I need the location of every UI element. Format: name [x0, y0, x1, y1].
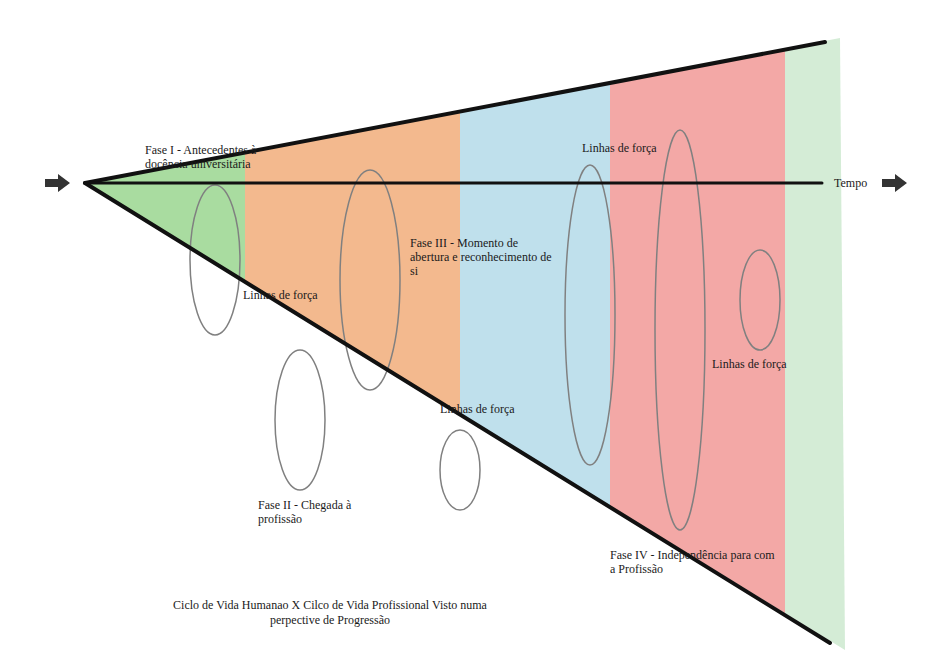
right-arrow [882, 174, 907, 192]
force-label: Linhas de força [582, 141, 657, 155]
force-label: Linhas de força [712, 357, 787, 371]
caption: Ciclo de Vida Humanao X Cilco de Vida Pr… [160, 598, 500, 628]
phase-label: Fase IV - Independência para com a Profi… [610, 548, 780, 576]
force-label: Linhas de força [440, 402, 515, 416]
phase-colors [85, 0, 845, 650]
force-loops [190, 130, 780, 530]
axis-label: Tempo [834, 176, 867, 190]
phase-label: Fase I - Antecedentes à docência univers… [145, 143, 295, 171]
force-label: Linhas de força [243, 288, 318, 302]
phase-label: Fase III - Momento de abertura e reconhe… [410, 236, 560, 278]
left-arrow [45, 174, 70, 192]
cone-lines [85, 42, 830, 643]
phase-label: Fase II - Chegada à profissão [258, 498, 353, 526]
